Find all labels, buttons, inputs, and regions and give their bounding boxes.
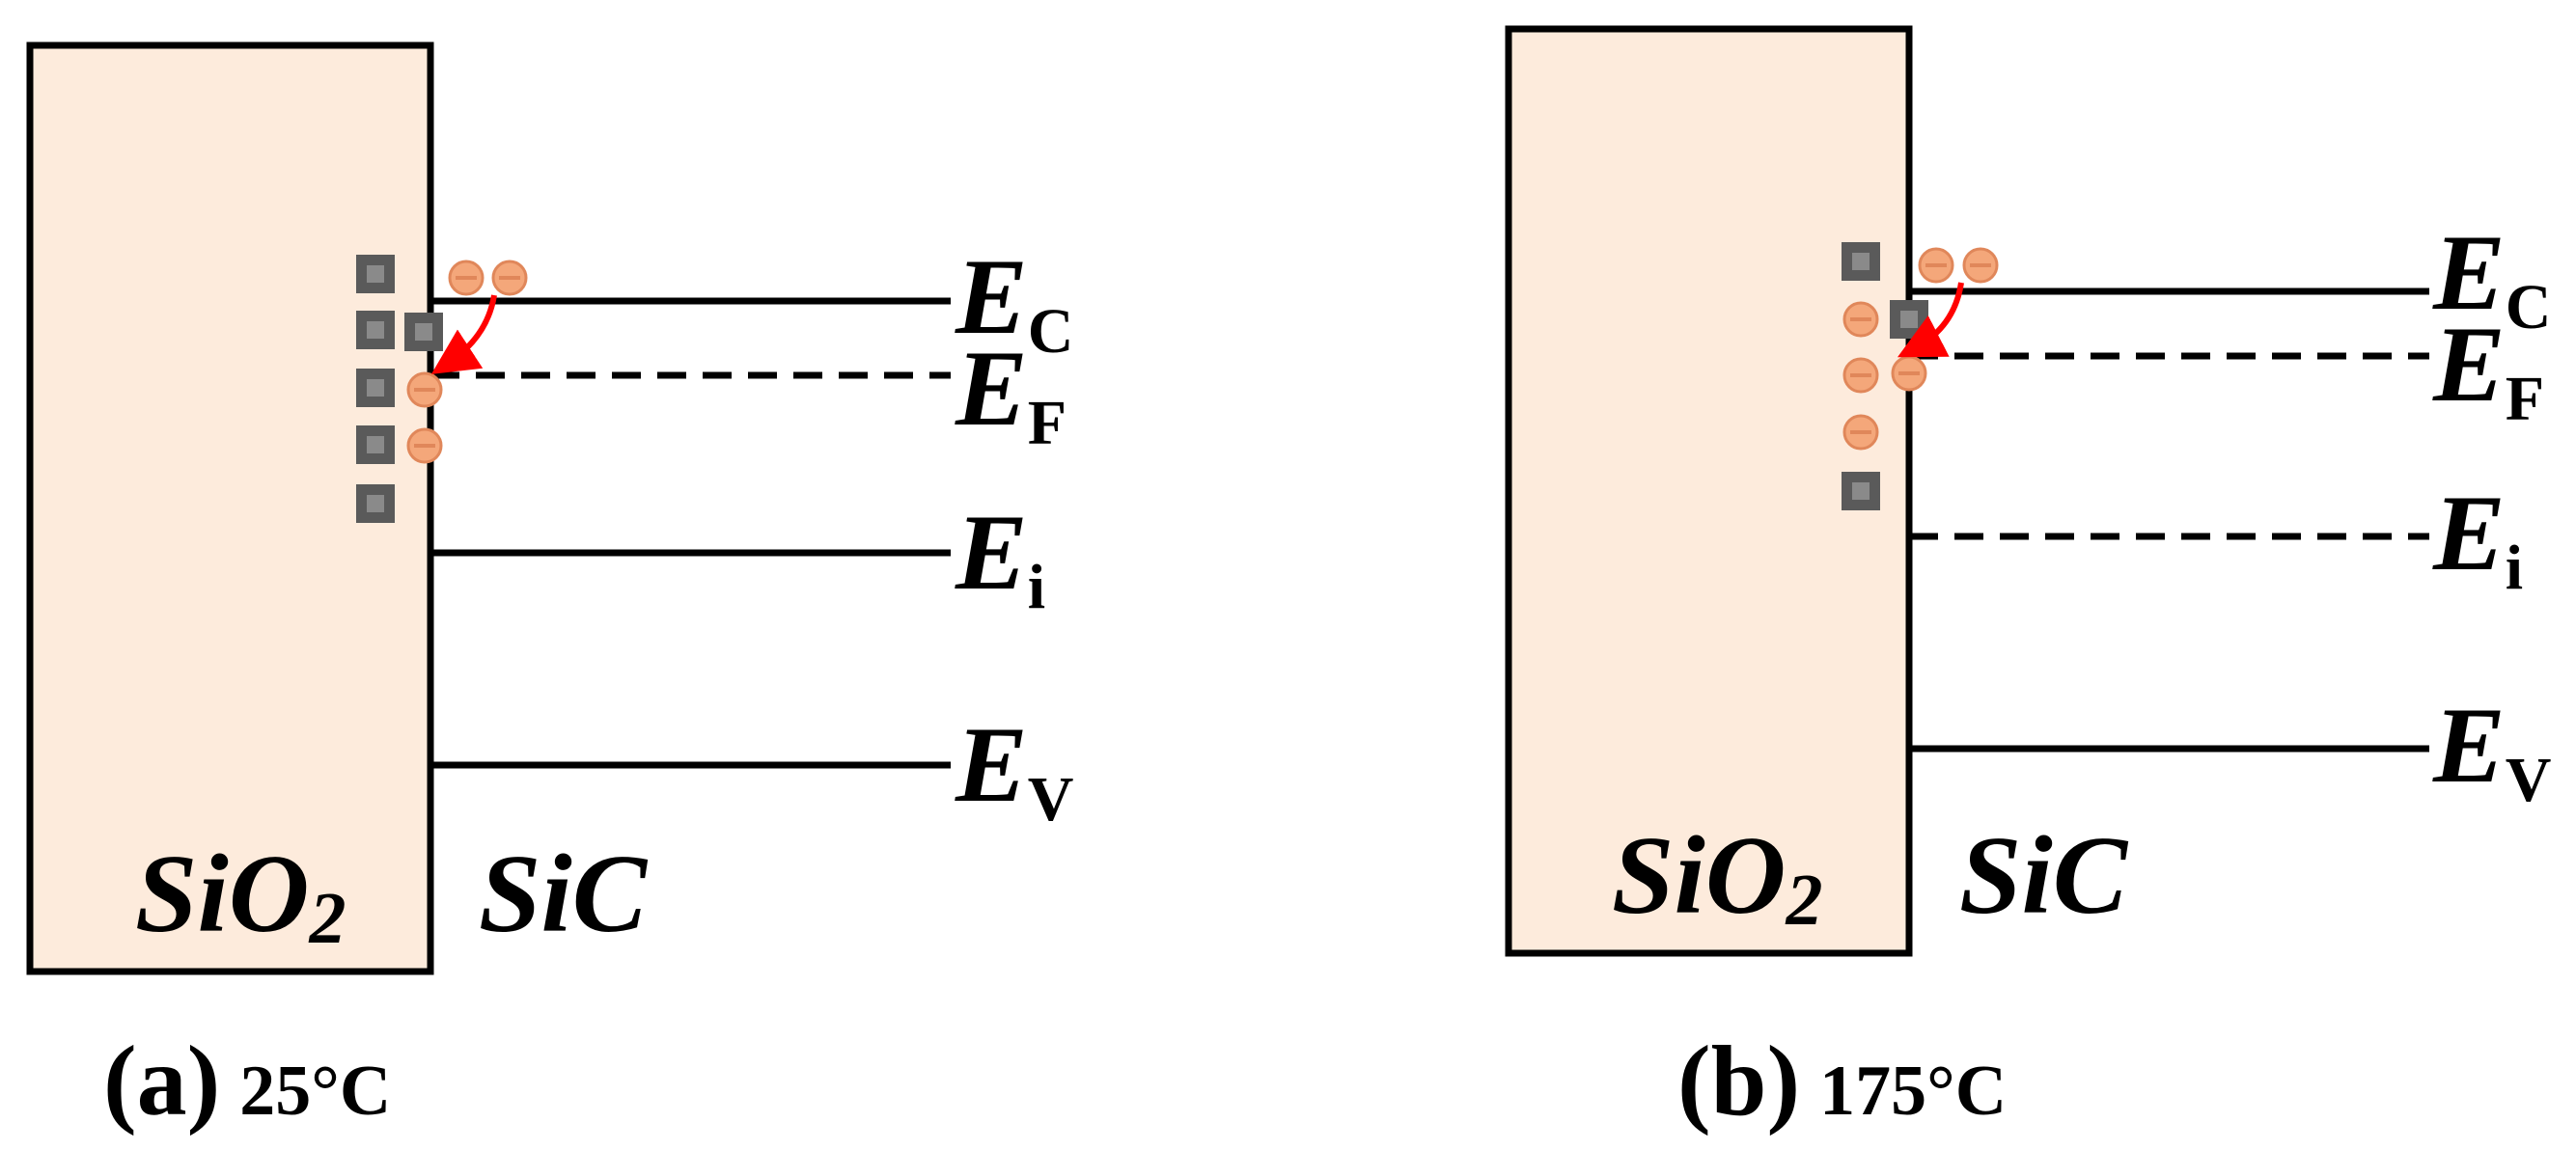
trap-icon [404,313,443,351]
panel-a: EC EF Ei EV SiO2 SiC (a)25°C [26,41,1073,1136]
electron-icon [1962,247,1999,284]
oxide-label: SiO2 [1612,814,1823,941]
electron-icon [406,427,443,464]
band-label-ec: EC [2432,213,2551,342]
semiconductor-label: SiC [479,833,649,956]
trap-icon [1842,472,1880,510]
band-label-ef: EF [2432,305,2544,434]
band-label-ec: EC [955,237,1073,367]
trap-icon [356,311,395,349]
electron-icon [1842,357,1879,394]
caption-a: (a)25°C [103,1026,391,1136]
electron-icon [406,371,443,408]
capture-arrow [430,294,497,374]
band-label-ev: EV [955,705,1073,835]
electron-icon [448,260,485,296]
electron-icon [491,260,528,296]
semiconductor-label: SiC [1959,814,2129,938]
caption-b: (b)175°C [1677,1026,2007,1136]
trap-icon [1890,300,1928,339]
trap-icon [1842,242,1880,281]
trap-icon [356,425,395,464]
trap-icon [356,484,395,523]
trap-icon [356,255,395,293]
capture-arrow [1897,282,1964,358]
band-label-ei: Ei [2432,474,2523,603]
electron-icon [1918,247,1954,284]
panel-b: EC EF Ei EV SiO2 SiC (b)175°C [1505,25,2551,1136]
electron-icon [1842,301,1879,338]
electron-icon [1842,414,1879,451]
oxide-label: SiO2 [135,833,346,959]
band-label-ei: Ei [955,493,1045,622]
band-label-ev: EV [2432,686,2551,815]
trap-icon [356,369,395,407]
electron-icon [1891,355,1927,392]
band-label-ef: EF [955,329,1066,458]
